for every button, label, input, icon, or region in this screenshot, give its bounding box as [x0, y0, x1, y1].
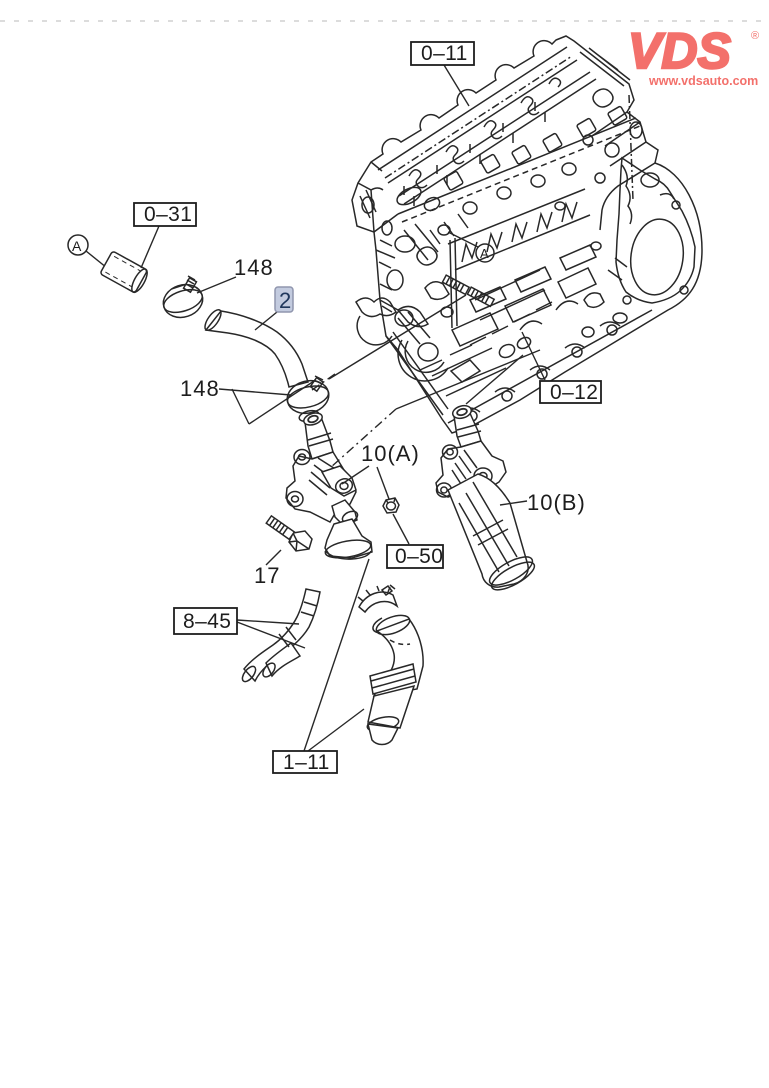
svg-text:0–50: 0–50: [395, 545, 443, 568]
svg-text:0–11: 0–11: [421, 42, 468, 65]
svg-text:A: A: [480, 246, 489, 261]
svg-text:10(B): 10(B): [527, 490, 586, 515]
svg-text:0–31: 0–31: [144, 203, 192, 226]
svg-text:10(A): 10(A): [361, 441, 420, 466]
svg-text:A: A: [72, 238, 82, 254]
svg-text:8–45: 8–45: [183, 610, 231, 633]
svg-text:148: 148: [180, 376, 220, 401]
svg-text:2: 2: [279, 288, 291, 313]
svg-text:148: 148: [234, 255, 274, 280]
svg-text:17: 17: [254, 563, 280, 588]
svg-text:0–12: 0–12: [550, 381, 598, 404]
svg-text:®: ®: [751, 30, 759, 42]
svg-text:www.vdsauto.com: www.vdsauto.com: [648, 74, 758, 88]
svg-text:VDS: VDS: [628, 23, 731, 79]
svg-text:1–11: 1–11: [283, 751, 330, 774]
